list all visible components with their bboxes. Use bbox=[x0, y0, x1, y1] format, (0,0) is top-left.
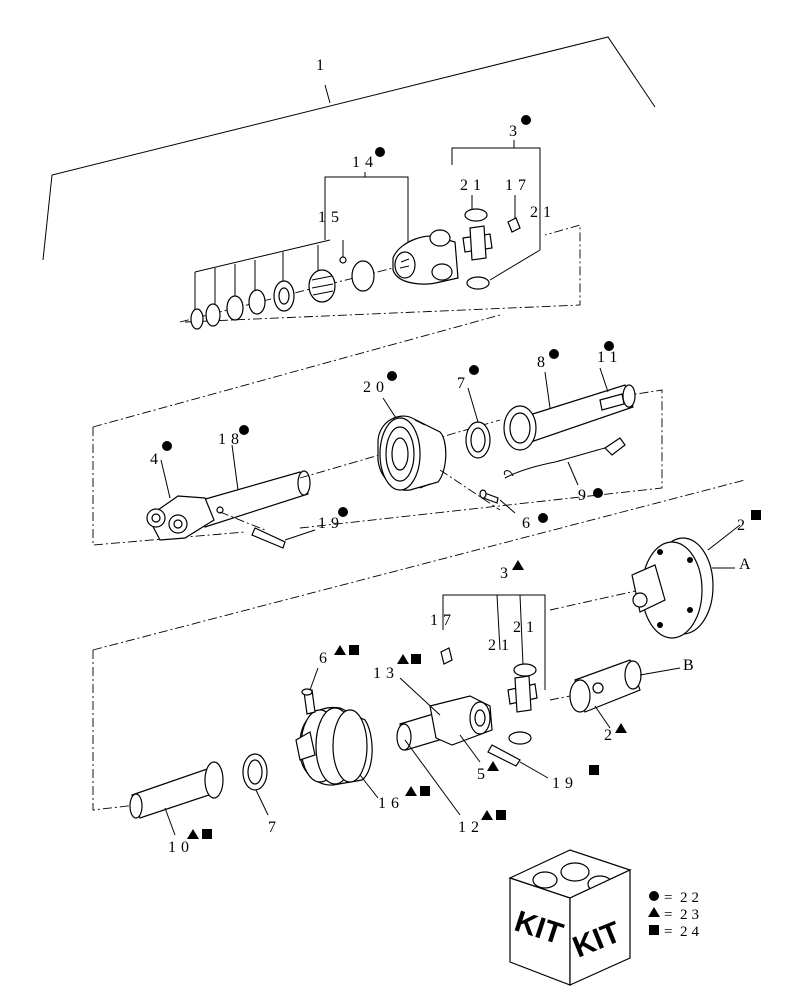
callout-A: A bbox=[739, 556, 756, 573]
callout-7-b: 7 bbox=[268, 819, 281, 836]
square-marker bbox=[751, 510, 761, 520]
callout-21-b: 21 bbox=[530, 204, 556, 221]
legend-equals-1: = bbox=[664, 890, 676, 906]
clutch-flange-2 bbox=[631, 524, 741, 639]
callout-20: 20 bbox=[363, 379, 389, 396]
callout-7-a: 7 bbox=[457, 375, 470, 392]
callout-13: 13 bbox=[373, 665, 399, 682]
legend-equals-3: = bbox=[664, 924, 676, 940]
leader-group-14 bbox=[194, 172, 409, 320]
circle-marker bbox=[538, 513, 548, 523]
snap-rings-set bbox=[179, 256, 406, 330]
square-marker bbox=[411, 654, 421, 664]
triangle-marker bbox=[187, 829, 199, 839]
circle-marker bbox=[604, 341, 614, 351]
legend-equals-2: = bbox=[664, 907, 676, 923]
kit-box-icon bbox=[508, 849, 632, 986]
inner-yoke-5-12-13 bbox=[396, 677, 493, 816]
square-marker bbox=[496, 810, 506, 820]
section-2-outline bbox=[92, 314, 663, 546]
callout-16: 16 bbox=[378, 795, 404, 812]
pin-19b bbox=[487, 744, 549, 779]
legend-value-24: 24 bbox=[680, 924, 703, 940]
callout-3-top: 3 bbox=[509, 123, 522, 140]
callout-B: B bbox=[683, 657, 699, 674]
callout-9: 9 bbox=[578, 487, 591, 504]
legend-square-icon bbox=[649, 925, 659, 935]
symbol-legend: = 22 = 23 = 24 bbox=[648, 890, 703, 940]
callout-5: 5 bbox=[477, 766, 490, 783]
bearing-ring-7 bbox=[465, 387, 491, 459]
triangle-marker bbox=[512, 560, 524, 570]
callout-8: 8 bbox=[537, 354, 550, 371]
circle-marker bbox=[469, 365, 479, 375]
inner-yoke-tube-4-18 bbox=[146, 444, 311, 541]
legend-value-23: 23 bbox=[680, 907, 703, 923]
square-marker bbox=[420, 786, 430, 796]
cross-and-clips-3 bbox=[451, 140, 541, 290]
callout-18: 18 bbox=[218, 431, 244, 448]
circle-marker bbox=[239, 425, 249, 435]
outer-tube-10 bbox=[129, 761, 224, 836]
callout-21-d: 21 bbox=[513, 619, 539, 636]
square-marker bbox=[589, 765, 599, 775]
assembly-bracket bbox=[42, 36, 656, 261]
callout-11: 11 bbox=[597, 349, 622, 366]
legend-value-22: 22 bbox=[680, 890, 703, 906]
bearing-ring-7b bbox=[242, 753, 269, 816]
circle-marker bbox=[593, 488, 603, 498]
circle-marker bbox=[338, 507, 348, 517]
screw-6a bbox=[439, 469, 516, 514]
callout-17-a: 17 bbox=[505, 177, 531, 194]
callout-14: 14 bbox=[352, 154, 378, 171]
callout-2-b: 2 bbox=[604, 727, 617, 744]
callout-21-c: 21 bbox=[488, 637, 514, 654]
circle-marker bbox=[387, 371, 397, 381]
cross-kit-3b bbox=[440, 594, 546, 745]
section-1-outline bbox=[184, 224, 581, 323]
square-marker bbox=[202, 829, 212, 839]
guard-cone-16 bbox=[295, 706, 379, 799]
callout-4: 4 bbox=[150, 451, 163, 468]
legend-circle-icon bbox=[649, 891, 659, 901]
callout-17-b: 17 bbox=[430, 612, 456, 629]
callout-21-a: 21 bbox=[460, 177, 486, 194]
triangle-marker bbox=[405, 786, 417, 796]
callout-15: 15 bbox=[318, 209, 344, 226]
circle-marker bbox=[521, 115, 531, 125]
square-marker bbox=[349, 645, 359, 655]
triangle-marker bbox=[334, 645, 346, 655]
legend-triangle-icon bbox=[648, 907, 660, 917]
callout-12: 12 bbox=[458, 819, 484, 836]
circle-marker bbox=[549, 349, 559, 359]
triangle-marker bbox=[481, 810, 493, 820]
screw-6b bbox=[301, 667, 319, 715]
callout-2-top: 2 bbox=[737, 517, 750, 534]
chain-9 bbox=[503, 437, 626, 486]
callout-6-a: 6 bbox=[522, 515, 535, 532]
callout-19-a: 19 bbox=[318, 515, 344, 532]
outer-tube-8-11 bbox=[503, 367, 636, 451]
callout-3-mid: 3 bbox=[500, 565, 513, 582]
yoke-assembly-14 bbox=[392, 229, 459, 285]
circle-marker bbox=[375, 147, 385, 157]
guard-cone-20 bbox=[299, 397, 501, 491]
callout-6-b: 6 bbox=[319, 650, 332, 667]
callout-10: 10 bbox=[168, 839, 194, 856]
callout-19-b: 19 bbox=[552, 775, 578, 792]
pin-19 bbox=[219, 511, 316, 549]
circle-marker bbox=[162, 441, 172, 451]
callout-1: 1 bbox=[316, 57, 329, 74]
yoke-2b bbox=[569, 659, 681, 729]
triangle-marker bbox=[397, 654, 409, 664]
triangle-marker bbox=[487, 761, 499, 771]
triangle-marker bbox=[615, 723, 627, 733]
